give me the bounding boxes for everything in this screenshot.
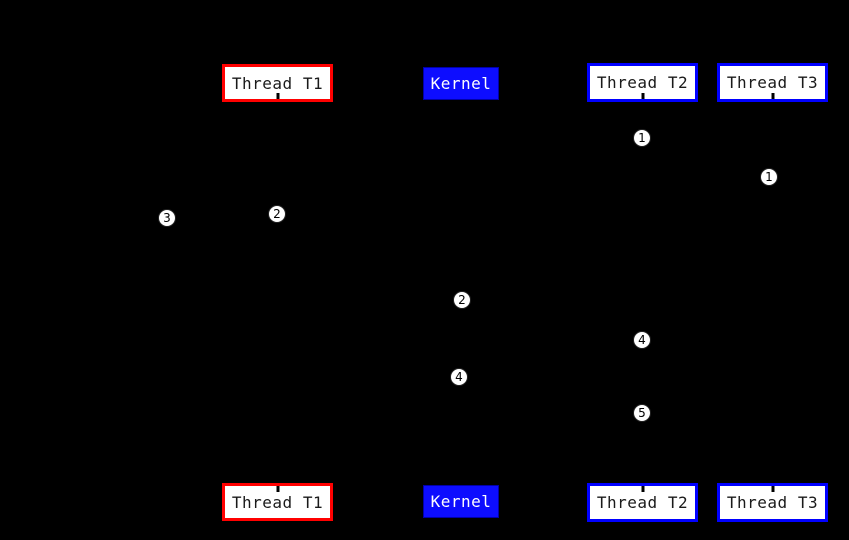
participant-label: Thread T1	[231, 73, 324, 93]
step-marker: 1	[633, 129, 651, 147]
participant-label: Kernel	[430, 492, 492, 511]
lifeline-stub	[771, 486, 774, 492]
step-marker: 4	[633, 331, 651, 349]
step-marker: 1	[760, 168, 778, 186]
participant-label: Thread T2	[596, 73, 689, 92]
participant-thread-t1-top: Thread T1	[222, 64, 333, 102]
participant-label: Thread T2	[596, 493, 689, 512]
participant-thread-t3-bottom: Thread T3	[717, 483, 828, 522]
lifeline-stub	[641, 93, 644, 99]
step-marker: 2	[268, 205, 286, 223]
participant-label: Thread T3	[726, 493, 819, 512]
participant-thread-t2-top: Thread T2	[587, 63, 698, 102]
participant-thread-t1-bottom: Thread T1	[222, 483, 333, 521]
participant-kernel-bottom: Kernel	[423, 485, 499, 518]
participant-label: Kernel	[430, 74, 492, 93]
step-marker: 4	[450, 368, 468, 386]
participant-label: Thread T1	[231, 492, 324, 512]
step-marker: 3	[158, 209, 176, 227]
step-marker: 5	[633, 404, 651, 422]
participant-thread-t2-bottom: Thread T2	[587, 483, 698, 522]
lifeline-stub	[771, 93, 774, 99]
step-marker: 2	[453, 291, 471, 309]
participant-label: Thread T3	[726, 73, 819, 92]
participant-thread-t3-top: Thread T3	[717, 63, 828, 102]
lifeline-stub	[276, 486, 279, 492]
lifeline-stub	[641, 486, 644, 492]
lifeline-stub	[276, 93, 279, 99]
participant-kernel-top: Kernel	[423, 67, 499, 100]
